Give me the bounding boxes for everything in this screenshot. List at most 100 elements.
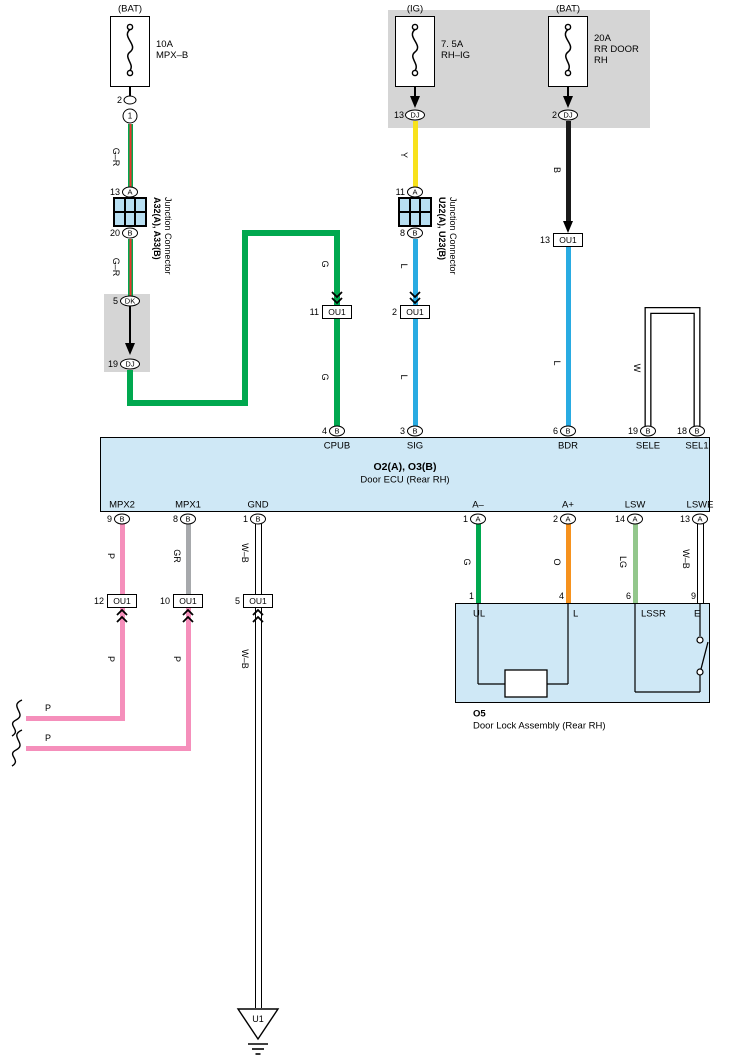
ecu-pin-label: LSW xyxy=(624,499,646,511)
wire-gr-lower xyxy=(127,239,133,296)
fuse-mid-name: RH–IG xyxy=(441,50,471,61)
door-lock-pin-label: UL xyxy=(473,608,486,620)
ecu-pin: B xyxy=(114,513,130,525)
wire-color-label: B xyxy=(552,166,562,174)
pin-number: 6 xyxy=(625,591,631,601)
wire-color-label: W–B xyxy=(681,549,691,569)
ecu-pin-label: SEL1 xyxy=(685,440,709,452)
fuse-icon xyxy=(411,23,419,77)
ecu-pin: B xyxy=(250,513,266,525)
wire-yellow xyxy=(412,121,418,192)
pin-number: 19 xyxy=(627,426,638,436)
wire-color-label: L xyxy=(399,263,409,269)
door-lock-code: O5 xyxy=(473,708,486,720)
wire-blue-bdr xyxy=(565,247,571,431)
pin-number: 13 xyxy=(393,110,404,120)
wire-lightgreen-lsw xyxy=(632,524,638,604)
pin-number: 8 xyxy=(399,228,405,238)
wire-color-label: W–B xyxy=(240,649,250,669)
wire-color-label: L xyxy=(552,360,562,366)
wire-pink-horizontal-2 xyxy=(26,745,191,751)
ecu-pin: A xyxy=(627,513,643,525)
wire-break-icon xyxy=(11,699,23,737)
junction-grid-cell xyxy=(399,198,410,212)
fuse-icon xyxy=(564,23,572,77)
lead-dk-dj xyxy=(129,306,131,344)
junction-pin: B xyxy=(407,227,423,239)
fuse-mid-tag: (IG) xyxy=(406,3,424,15)
ecu-pin: B xyxy=(329,425,345,437)
pin-number: 2 xyxy=(391,307,397,317)
ecu-title: O2(A), O3(B) xyxy=(373,461,437,473)
ground-label: U1 xyxy=(252,1014,264,1024)
ground-icon: U1 xyxy=(236,1008,280,1055)
junction-grid-cell xyxy=(135,212,146,226)
pin-number: 13 xyxy=(109,187,120,197)
wire-wb-lswe xyxy=(696,524,704,604)
wire-color-label: O xyxy=(552,558,562,566)
fuse-right-name-2: RH xyxy=(594,55,608,66)
shield-wire-ou1-box: OU1 xyxy=(400,305,430,319)
wire-color-label: G xyxy=(462,558,472,566)
chevron-up-icon xyxy=(182,609,194,623)
lead-fuse-left xyxy=(129,87,131,97)
fuse-right-name-1: RR DOOR xyxy=(594,44,639,55)
connector-dj-pin: DJ xyxy=(120,358,140,370)
wire-green-a-minus xyxy=(475,524,481,604)
ecu-pin-label: BDR xyxy=(557,440,579,452)
ecu-pin-label: SIG xyxy=(406,440,424,452)
wire-green-seg3 xyxy=(242,230,248,406)
ecu-pin: B xyxy=(407,425,423,437)
shield-wire-ou1-box: OU1 xyxy=(243,594,273,608)
ecu-pin: B xyxy=(180,513,196,525)
wire-color-label: Y xyxy=(399,151,409,159)
junction-a-subtitle: Junction Connector xyxy=(163,197,173,275)
pin-number: 12 xyxy=(93,596,104,606)
door-ecu-box xyxy=(100,437,710,512)
fuse-right-tag: (BAT) xyxy=(555,3,581,15)
wire-green-seg5 xyxy=(334,230,340,305)
door-lock-name: Door Lock Assembly (Rear RH) xyxy=(473,720,606,732)
chevron-down-icon xyxy=(331,291,343,305)
arrow-down-icon xyxy=(410,96,420,108)
ecu-pin-label: CPUB xyxy=(323,440,351,452)
pin-number: 8 xyxy=(172,514,178,524)
pin-number: 13 xyxy=(679,514,690,524)
junction-u-subtitle: Junction Connector xyxy=(448,197,458,275)
ecu-pin-label: MPX2 xyxy=(109,499,135,511)
wire-color-label: L xyxy=(399,374,409,380)
wire-gray-mpx1 xyxy=(185,524,191,594)
ecu-pin-label: MPX1 xyxy=(175,499,201,511)
ecu-pin-label: LSWE xyxy=(686,499,714,511)
pin-number: 4 xyxy=(321,426,327,436)
wire-color-label: P xyxy=(44,733,52,743)
lead-fuse-right xyxy=(567,87,569,96)
wire-color-label: GR xyxy=(172,549,182,563)
pin-number: 5 xyxy=(112,296,118,306)
wire-pink-mpx1-lower xyxy=(185,608,191,751)
junction-grid-cell xyxy=(409,212,421,226)
arrow-down-icon xyxy=(563,96,573,108)
wire-color-label: P xyxy=(106,655,116,663)
ecu-pin: A xyxy=(470,513,486,525)
junction-a-title: A32(A), A33(B) xyxy=(152,197,162,260)
wire-color-label: G xyxy=(320,260,330,268)
pin-number: 1 xyxy=(242,514,248,524)
wire-green-seg1 xyxy=(127,370,133,403)
wire-pink-mpx2-lower xyxy=(119,608,125,721)
junction-pin: B xyxy=(122,227,138,239)
junction-grid-cell xyxy=(420,212,431,226)
junction-grid-cell xyxy=(114,198,125,212)
wire-gr-upper xyxy=(127,124,133,192)
ecu-pin: A xyxy=(560,513,576,525)
shield-wire-ou1-box: OU1 xyxy=(107,594,137,608)
pin-number: 4 xyxy=(558,591,564,601)
pin-number: 9 xyxy=(106,514,112,524)
wire-black xyxy=(565,121,571,222)
pin-number: 5 xyxy=(234,596,240,606)
junction-pin: A xyxy=(122,186,138,198)
fuse-mid-rating: 7. 5A xyxy=(441,39,464,50)
wire-wb-gnd-lower xyxy=(254,608,262,1008)
pin-number: 19 xyxy=(107,359,118,369)
wire-green-seg2 xyxy=(127,400,248,406)
